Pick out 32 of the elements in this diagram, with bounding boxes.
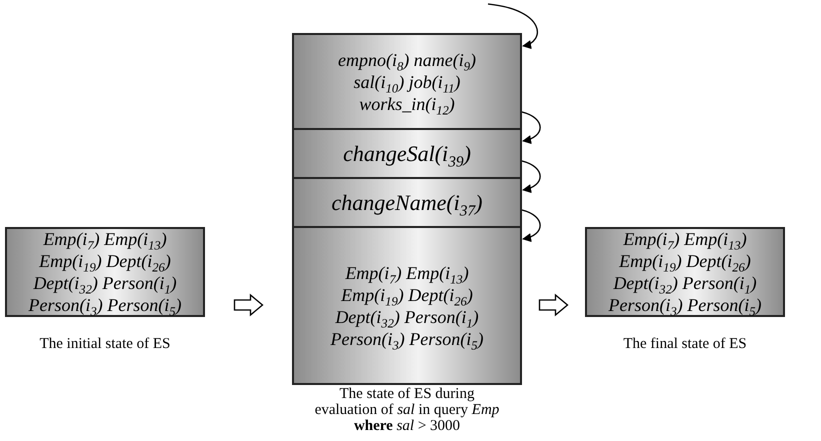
block-arrow <box>234 294 264 316</box>
entry-text: Dept(i$_{32}$) Person(i$_{1}$) <box>613 272 757 294</box>
entry-text: Emp(i$_{19}$) Dept(i$_{26}$) <box>619 250 751 272</box>
state-box <box>5 227 205 317</box>
state-box <box>292 128 522 179</box>
curved-arrow <box>522 111 541 144</box>
entry-text: Emp(i$_{7}$) Emp(i$_{13}$) <box>345 262 469 284</box>
state-box <box>585 227 785 317</box>
entry-text: Person(i$_{3}$) Person(i$_{5}$) <box>608 294 762 316</box>
caption-text: The initial state of ES <box>38 336 172 352</box>
state-box <box>292 226 522 385</box>
entry-text: empno(i$_{8}$) name(i$_{9}$) <box>338 48 476 70</box>
entry-text: changeSal(i$_{39}$) <box>343 140 471 166</box>
caption-text: The state of ES during evaluation of sal in query Emp where sal > 3000 <box>314 386 500 434</box>
state-box <box>292 33 522 130</box>
entry-text: changeName(i$_{37}$) <box>331 190 482 216</box>
entry-text: Dept(i$_{32}$) Person(i$_{1}$) <box>335 306 479 328</box>
entry-text: Dept(i$_{32}$) Person(i$_{1}$) <box>33 272 177 294</box>
entry-text: sal(i$_{10}$) job(i$_{11}$) <box>354 71 460 92</box>
block-arrow <box>538 294 569 316</box>
entry-text: Person(i$_{3}$) Person(i$_{5}$) <box>330 328 484 350</box>
caption-text: The final state of ES <box>622 336 748 352</box>
curved-arrow <box>488 3 538 48</box>
entry-text: Emp(i$_{19}$) Dept(i$_{26}$) <box>39 250 171 272</box>
entry-text: Emp(i$_{19}$) Dept(i$_{26}$) <box>341 284 473 306</box>
curved-arrow <box>522 160 541 192</box>
curved-arrow <box>522 209 541 242</box>
state-box <box>292 177 522 228</box>
entry-text: Emp(i$_{7}$) Emp(i$_{13}$) <box>43 228 167 250</box>
entry-text: works_in(i$_{12}$) <box>359 93 455 114</box>
entry-text: Person(i$_{3}$) Person(i$_{5}$) <box>28 294 182 316</box>
entry-text: Emp(i$_{7}$) Emp(i$_{13}$) <box>623 228 747 250</box>
